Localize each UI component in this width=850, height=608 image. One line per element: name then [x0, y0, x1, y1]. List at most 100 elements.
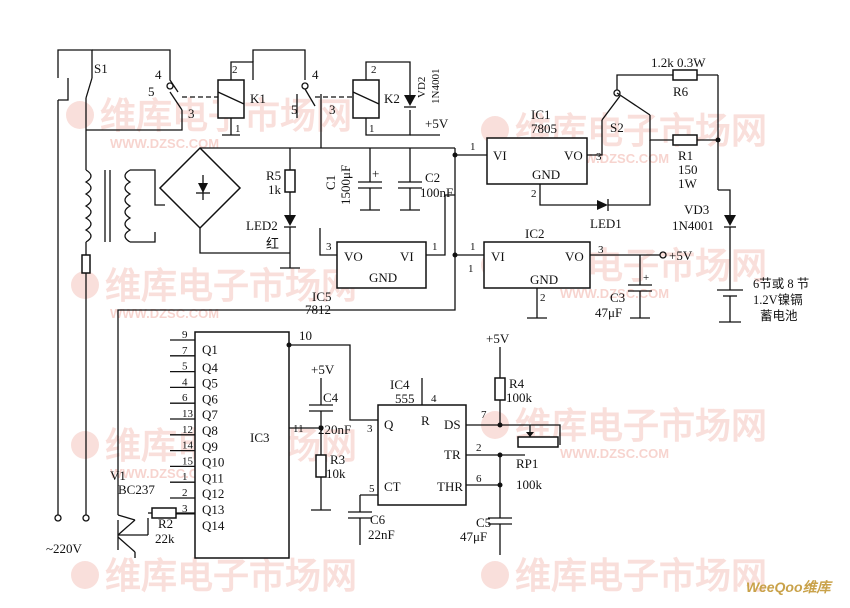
- svg-text:IC4: IC4: [390, 377, 410, 392]
- svg-text:R3: R3: [330, 452, 345, 467]
- svg-text:红: 红: [266, 236, 279, 251]
- svg-text:C1: C1: [323, 175, 338, 190]
- svg-text:5: 5: [291, 102, 298, 117]
- svg-text:220nF: 220nF: [318, 422, 351, 437]
- svg-text:C2: C2: [425, 170, 440, 185]
- svg-text:1: 1: [369, 123, 375, 135]
- ic3-pin-label: Q14: [202, 518, 225, 533]
- svg-text:4: 4: [431, 393, 437, 405]
- svg-text:CT: CT: [384, 479, 401, 494]
- svg-text:+5V: +5V: [669, 248, 693, 263]
- svg-text:IC5: IC5: [312, 289, 332, 304]
- svg-text:THR: THR: [437, 479, 463, 494]
- ic3-pin-number: 14: [182, 440, 194, 452]
- svg-text:GND: GND: [532, 167, 560, 182]
- svg-text:2: 2: [371, 64, 377, 76]
- ic3-pin-label: Q11: [202, 470, 224, 485]
- k1-switch-contact: [166, 82, 174, 90]
- svg-text:6节或 8 节: 6节或 8 节: [753, 277, 809, 291]
- ic3-pin-label: Q10: [202, 455, 224, 470]
- svg-text:Q: Q: [384, 417, 394, 432]
- relay-k2: 4 5 3 K2 2 1 VD2 1N4001 +5V: [252, 49, 449, 148]
- svg-text:WWW.DZSC.COM: WWW.DZSC.COM: [560, 446, 669, 461]
- transistor-v1: V1 BC237 R2 22k: [110, 468, 195, 558]
- svg-text:+: +: [372, 166, 379, 181]
- ic3-pin-label: Q9: [202, 439, 218, 454]
- svg-text:VI: VI: [400, 249, 414, 264]
- ic3-pin-number: 15: [182, 455, 194, 467]
- svg-text:V1: V1: [110, 468, 126, 483]
- svg-text:VD3: VD3: [684, 202, 709, 217]
- led1: LED1: [590, 140, 651, 231]
- svg-text:维库电子市场网: 维库电子市场网: [105, 265, 357, 306]
- s1-pin4-label: 4: [155, 67, 162, 82]
- r4-rp1-c5: +5V R4 100k RP1 100k C5 47μF: [460, 331, 561, 555]
- svg-text:1: 1: [235, 123, 241, 135]
- svg-text:VI: VI: [491, 249, 505, 264]
- svg-text:C5: C5: [476, 515, 491, 530]
- svg-text:+5V: +5V: [486, 331, 510, 346]
- ic3-pin-number: 1: [182, 471, 188, 483]
- ic3-counter: IC3 10 11 Q1 97Q45Q54Q66Q713Q812Q914Q101…: [170, 328, 312, 559]
- svg-text:WWW.DZSC.COM: WWW.DZSC.COM: [110, 466, 219, 481]
- svg-text:IC2: IC2: [525, 226, 545, 241]
- s1-pin3-label: 3: [188, 106, 195, 121]
- svg-text:1: 1: [468, 263, 474, 275]
- svg-text:R2: R2: [158, 516, 173, 531]
- svg-text:1W: 1W: [678, 176, 698, 191]
- svg-text:1: 1: [470, 141, 476, 153]
- svg-text:1500μF: 1500μF: [338, 165, 353, 205]
- svg-text:2: 2: [476, 442, 482, 454]
- svg-text:22nF: 22nF: [368, 527, 395, 542]
- svg-text:100nF: 100nF: [420, 185, 453, 200]
- ic3-pin-label: Q8: [202, 423, 218, 438]
- svg-text:WWW.DZSC.COM: WWW.DZSC.COM: [110, 306, 219, 321]
- ic3-pin-label: Q12: [202, 486, 224, 501]
- svg-text:1: 1: [432, 241, 438, 253]
- svg-text:维库电子市场网: 维库电子市场网: [105, 555, 357, 596]
- svg-text:7805: 7805: [531, 121, 557, 136]
- svg-text:RP1: RP1: [516, 456, 538, 471]
- ic1-7805: VI VO GND IC1 7805 3 2: [486, 107, 603, 206]
- ic3-pin-label: Q13: [202, 502, 224, 517]
- mains-terminals: ~220V: [46, 514, 90, 556]
- svg-text:GND: GND: [530, 272, 558, 287]
- svg-text:150: 150: [678, 162, 698, 177]
- svg-text:VO: VO: [564, 148, 583, 163]
- svg-text:S2: S2: [610, 120, 624, 135]
- svg-text:2: 2: [232, 64, 238, 76]
- ic3-pin-label: Q7: [202, 407, 218, 422]
- relay-k1: K1 2 1: [217, 61, 266, 136]
- ic2-regulator: VI VO GND IC2 1 3 2 +5V + C3 47μF 1: [452, 226, 693, 320]
- svg-text:GND: GND: [369, 270, 397, 285]
- svg-text:3: 3: [598, 244, 604, 256]
- svg-text:47μF: 47μF: [460, 529, 487, 544]
- svg-text:C3: C3: [610, 290, 625, 305]
- c4-r3: +5V C4 220nF R3 10k: [286, 342, 378, 511]
- svg-text:1.2k 0.3W: 1.2k 0.3W: [651, 55, 706, 70]
- svg-text:S1: S1: [94, 61, 108, 76]
- svg-text:VO: VO: [565, 249, 584, 264]
- svg-text:100k: 100k: [516, 477, 543, 492]
- svg-text:3: 3: [596, 151, 602, 163]
- svg-text:C6: C6: [370, 512, 386, 527]
- svg-text:22k: 22k: [155, 531, 175, 546]
- svg-text:555: 555: [395, 391, 415, 406]
- ic5-7812: VO VI GND 3 1 IC5 7812: [305, 194, 455, 317]
- svg-text:K2: K2: [384, 91, 400, 106]
- mains-switch-s1: S1: [57, 49, 108, 515]
- svg-text:3: 3: [329, 102, 336, 117]
- svg-text:VI: VI: [493, 148, 507, 163]
- svg-text:维库电子市场网: 维库电子市场网: [515, 555, 767, 596]
- vd3-battery: VD3 1N4001 6节或 8 节 1.2V镍镉 蓄电池: [672, 189, 809, 323]
- transformer: [81, 130, 165, 515]
- svg-text:WWW.DZSC.COM: WWW.DZSC.COM: [560, 286, 669, 301]
- svg-text:R: R: [421, 413, 430, 428]
- switch-s2: S2: [601, 74, 673, 141]
- svg-text:R4: R4: [509, 376, 525, 391]
- svg-text:TR: TR: [444, 447, 461, 462]
- svg-text:3: 3: [326, 241, 332, 253]
- s1-pin5-label: 5: [148, 84, 155, 99]
- ic3-pin-number: 9: [182, 329, 188, 341]
